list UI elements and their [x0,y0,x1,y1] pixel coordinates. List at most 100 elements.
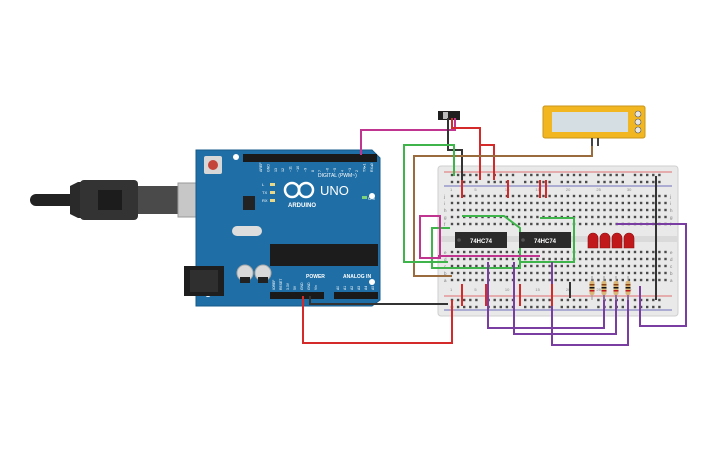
rail-hole[interactable] [597,180,600,184]
hole[interactable] [615,208,618,212]
rail-hole[interactable] [475,305,478,309]
hole[interactable] [664,257,667,261]
wire-green[interactable] [520,217,575,263]
hole[interactable] [566,201,570,205]
rail-hole[interactable] [615,180,618,184]
hole[interactable] [560,264,563,268]
hole[interactable] [481,250,484,254]
rail-hole[interactable] [566,305,570,309]
hole[interactable] [542,208,545,212]
hole[interactable] [487,201,490,205]
hole[interactable] [481,257,484,261]
hole[interactable] [542,222,545,226]
hole[interactable] [609,208,612,212]
hole[interactable] [530,257,533,261]
hole[interactable] [609,201,612,205]
hole[interactable] [560,257,563,261]
hole[interactable] [548,278,551,282]
wire-purple[interactable] [513,262,617,335]
rail-hole[interactable] [542,298,545,302]
rail-hole[interactable] [652,180,655,184]
hole[interactable] [658,278,661,282]
hole[interactable] [585,215,588,219]
hole[interactable] [548,201,551,205]
rail-hole[interactable] [469,305,472,309]
hole[interactable] [603,257,606,261]
hole[interactable] [566,208,570,212]
rail-hole[interactable] [585,298,588,302]
rail-hole[interactable] [566,298,570,302]
resistor[interactable] [625,276,631,300]
rail-hole[interactable] [603,180,606,184]
hole[interactable] [566,264,570,268]
hole[interactable] [469,201,472,205]
rail-hole[interactable] [487,180,490,184]
hole[interactable] [615,271,618,275]
hole[interactable] [554,222,557,226]
rail-hole[interactable] [646,180,649,184]
hole[interactable] [572,278,576,282]
rail-hole[interactable] [450,180,454,184]
rail-hole[interactable] [487,173,490,177]
rail-hole[interactable] [511,173,515,177]
hole[interactable] [517,278,521,282]
hole[interactable] [511,250,515,254]
hole[interactable] [621,271,624,275]
hole[interactable] [585,257,588,261]
wire-brown[interactable] [413,146,593,277]
rail-hole[interactable] [646,173,649,177]
hole[interactable] [505,271,509,275]
hole[interactable] [475,257,478,261]
hole[interactable] [463,201,466,205]
hole[interactable] [493,194,496,198]
hole[interactable] [627,250,631,254]
hole[interactable] [664,250,667,254]
hole[interactable] [633,194,637,198]
hole[interactable] [597,257,600,261]
hole[interactable] [469,194,472,198]
wire-red[interactable] [451,118,481,180]
hole[interactable] [536,250,539,254]
hole[interactable] [456,250,460,254]
chip-74hc74-1[interactable]: 74HC74 [455,232,507,248]
hole[interactable] [639,215,643,219]
hole[interactable] [524,257,527,261]
hole[interactable] [524,264,527,268]
rail-hole[interactable] [572,305,576,309]
hole[interactable] [463,264,466,268]
hole[interactable] [487,208,490,212]
rail-hole[interactable] [652,298,655,302]
hole[interactable] [627,264,631,268]
rail-hole[interactable] [621,180,624,184]
hole[interactable] [536,264,539,268]
hole[interactable] [615,194,618,198]
rail-hole[interactable] [572,298,576,302]
rail-hole[interactable] [609,305,612,309]
hole[interactable] [548,208,551,212]
rail-hole[interactable] [639,173,643,177]
hole[interactable] [585,208,588,212]
rail-hole[interactable] [499,298,502,302]
hole[interactable] [542,271,545,275]
hole[interactable] [627,194,631,198]
hole[interactable] [591,222,594,226]
rail-hole[interactable] [536,298,539,302]
hole[interactable] [487,194,490,198]
hole[interactable] [542,201,545,205]
hole[interactable] [664,215,667,219]
hole[interactable] [664,271,667,275]
hole[interactable] [505,264,509,268]
hole[interactable] [481,271,484,275]
hole[interactable] [597,222,600,226]
rail-hole[interactable] [658,180,661,184]
hole[interactable] [469,250,472,254]
hole[interactable] [652,201,655,205]
rail-hole[interactable] [530,180,533,184]
hole[interactable] [658,208,661,212]
hole[interactable] [633,278,637,282]
hole[interactable] [627,208,631,212]
rail-hole[interactable] [493,298,496,302]
hole[interactable] [639,278,643,282]
hole[interactable] [597,264,600,268]
hole[interactable] [517,194,521,198]
